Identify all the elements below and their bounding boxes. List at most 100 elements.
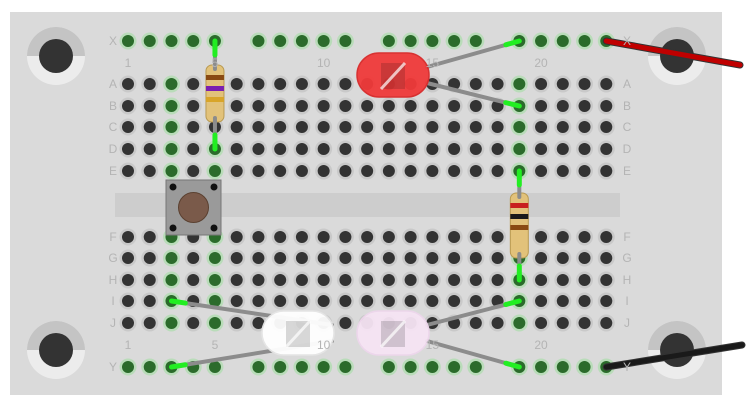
breadboard-hole[interactable] xyxy=(578,361,591,373)
breadboard-hole[interactable] xyxy=(404,231,417,243)
pushbutton[interactable] xyxy=(165,179,222,236)
breadboard-hole[interactable] xyxy=(535,317,548,329)
breadboard-hole[interactable] xyxy=(143,317,156,329)
breadboard-hole[interactable] xyxy=(122,165,134,177)
breadboard-hole[interactable] xyxy=(448,295,461,307)
breadboard-hole[interactable] xyxy=(252,361,265,373)
breadboard-hole[interactable] xyxy=(274,78,287,90)
breadboard-hole[interactable] xyxy=(339,165,352,177)
breadboard-hole[interactable] xyxy=(295,121,308,133)
breadboard-hole[interactable] xyxy=(556,231,569,243)
breadboard-hole[interactable] xyxy=(556,35,569,47)
breadboard-hole[interactable] xyxy=(274,361,287,373)
breadboard-hole[interactable] xyxy=(122,274,134,286)
breadboard-hole[interactable] xyxy=(295,252,308,264)
breadboard-hole[interactable] xyxy=(339,121,352,133)
breadboard-hole[interactable] xyxy=(274,252,287,264)
breadboard-hole[interactable] xyxy=(208,317,221,329)
breadboard-hole[interactable] xyxy=(122,78,134,90)
breadboard-hole[interactable] xyxy=(469,143,482,155)
breadboard-hole[interactable] xyxy=(404,252,417,264)
breadboard-hole[interactable] xyxy=(513,317,526,329)
breadboard-hole[interactable] xyxy=(295,78,308,90)
breadboard-hole[interactable] xyxy=(404,361,417,373)
breadboard-hole[interactable] xyxy=(230,252,243,264)
breadboard-hole[interactable] xyxy=(382,121,395,133)
breadboard-hole[interactable] xyxy=(187,78,200,90)
breadboard-hole[interactable] xyxy=(317,231,330,243)
breadboard-hole[interactable] xyxy=(165,252,178,264)
breadboard-hole[interactable] xyxy=(187,100,200,112)
breadboard-hole[interactable] xyxy=(600,274,613,286)
breadboard-hole[interactable] xyxy=(295,231,308,243)
breadboard-hole[interactable] xyxy=(317,78,330,90)
breadboard-hole[interactable] xyxy=(578,78,591,90)
breadboard-hole[interactable] xyxy=(230,317,243,329)
breadboard-hole[interactable] xyxy=(165,100,178,112)
breadboard-hole[interactable] xyxy=(295,274,308,286)
breadboard-hole[interactable] xyxy=(339,295,352,307)
breadboard-hole[interactable] xyxy=(165,78,178,90)
breadboard-hole[interactable] xyxy=(426,165,439,177)
breadboard-hole[interactable] xyxy=(317,100,330,112)
breadboard-hole[interactable] xyxy=(578,295,591,307)
breadboard-hole[interactable] xyxy=(143,274,156,286)
breadboard-hole[interactable] xyxy=(600,143,613,155)
breadboard-hole[interactable] xyxy=(556,121,569,133)
breadboard-hole[interactable] xyxy=(556,143,569,155)
breadboard-hole[interactable] xyxy=(252,78,265,90)
breadboard-hole[interactable] xyxy=(535,100,548,112)
breadboard-hole[interactable] xyxy=(122,231,134,243)
breadboard-hole[interactable] xyxy=(600,295,613,307)
breadboard-hole[interactable] xyxy=(143,100,156,112)
breadboard-hole[interactable] xyxy=(252,100,265,112)
breadboard-hole[interactable] xyxy=(122,121,134,133)
breadboard-hole[interactable] xyxy=(426,100,439,112)
breadboard-hole[interactable] xyxy=(187,317,200,329)
breadboard-hole[interactable] xyxy=(274,121,287,133)
resistor-1[interactable] xyxy=(205,64,225,123)
breadboard-hole[interactable] xyxy=(295,143,308,155)
breadboard-hole[interactable] xyxy=(600,231,613,243)
breadboard-hole[interactable] xyxy=(535,361,548,373)
breadboard-hole[interactable] xyxy=(448,143,461,155)
breadboard-hole[interactable] xyxy=(122,295,134,307)
breadboard-hole[interactable] xyxy=(274,35,287,47)
breadboard-hole[interactable] xyxy=(122,100,134,112)
breadboard-hole[interactable] xyxy=(448,100,461,112)
breadboard-hole[interactable] xyxy=(317,274,330,286)
breadboard-hole[interactable] xyxy=(187,35,200,47)
breadboard-hole[interactable] xyxy=(187,121,200,133)
breadboard-hole[interactable] xyxy=(556,78,569,90)
breadboard-hole[interactable] xyxy=(382,361,395,373)
breadboard-hole[interactable] xyxy=(143,35,156,47)
breadboard-hole[interactable] xyxy=(165,165,178,177)
breadboard-hole[interactable] xyxy=(578,274,591,286)
breadboard-hole[interactable] xyxy=(600,252,613,264)
breadboard-hole[interactable] xyxy=(535,165,548,177)
breadboard-hole[interactable] xyxy=(339,317,352,329)
breadboard-hole[interactable] xyxy=(404,165,417,177)
breadboard-hole[interactable] xyxy=(578,143,591,155)
breadboard-hole[interactable] xyxy=(382,35,395,47)
breadboard-hole[interactable] xyxy=(252,252,265,264)
breadboard-hole[interactable] xyxy=(143,361,156,373)
breadboard-hole[interactable] xyxy=(469,100,482,112)
breadboard-hole[interactable] xyxy=(339,143,352,155)
breadboard-hole[interactable] xyxy=(187,143,200,155)
breadboard-hole[interactable] xyxy=(491,165,504,177)
breadboard-hole[interactable] xyxy=(361,252,374,264)
breadboard-hole[interactable] xyxy=(469,165,482,177)
breadboard-hole[interactable] xyxy=(469,317,482,329)
breadboard-hole[interactable] xyxy=(339,35,352,47)
breadboard-hole[interactable] xyxy=(404,100,417,112)
breadboard-hole[interactable] xyxy=(230,165,243,177)
breadboard-hole[interactable] xyxy=(143,121,156,133)
breadboard-hole[interactable] xyxy=(339,231,352,243)
pushbutton-cap[interactable] xyxy=(178,192,209,223)
breadboard-hole[interactable] xyxy=(143,78,156,90)
breadboard-hole[interactable] xyxy=(578,100,591,112)
breadboard-hole[interactable] xyxy=(469,252,482,264)
breadboard-hole[interactable] xyxy=(448,165,461,177)
breadboard-hole[interactable] xyxy=(382,295,395,307)
